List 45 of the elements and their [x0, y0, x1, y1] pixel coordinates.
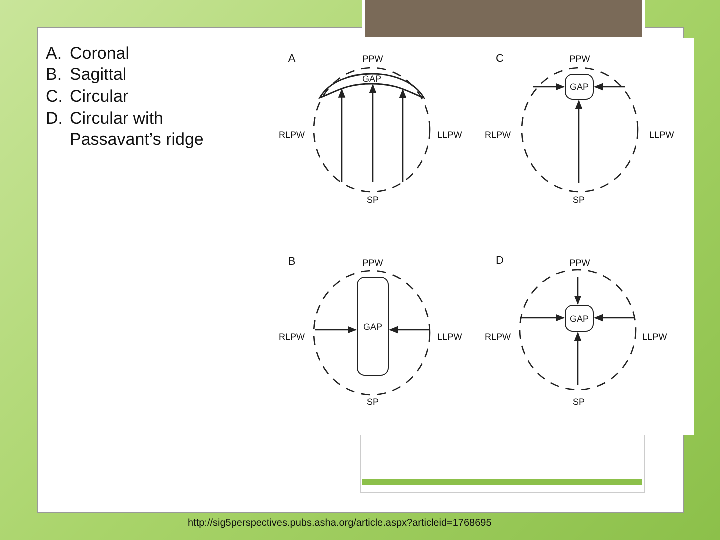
wall-label: PPW	[570, 54, 590, 64]
list-item: Circular	[70, 86, 130, 107]
list-item: Coronal	[70, 43, 131, 64]
list-item: Sagittal	[70, 64, 128, 85]
list-item: Circular with Passavant’s ridge	[70, 108, 205, 150]
arrow	[389, 326, 430, 334]
wall-label: SP	[367, 397, 379, 407]
arrow	[574, 277, 582, 305]
panel-letter: D	[496, 255, 504, 267]
arrow	[574, 332, 582, 385]
arrow	[594, 83, 625, 91]
wall-label: SP	[573, 397, 585, 407]
list-marker: B.	[46, 65, 62, 85]
arrow	[399, 89, 407, 182]
gap-shape: GAP	[318, 72, 426, 102]
wall-label: RLPW	[279, 130, 305, 140]
wall-label: PPW	[362, 258, 384, 268]
wall-label: LLPW	[438, 332, 462, 342]
wall-label: LLPW	[642, 332, 668, 342]
gap-shape: GAP	[565, 305, 594, 332]
source-url: http://sig5perspectives.pubs.asha.org/article.aspx?articleid=1768695	[188, 518, 492, 529]
panel-letter: B	[288, 256, 296, 268]
gap-shape: GAP	[565, 74, 594, 100]
panel-letter: A	[288, 53, 296, 65]
wall-label: RLPW	[485, 332, 511, 342]
wall-label: SP	[573, 195, 585, 205]
wall-label: LLPW	[650, 130, 674, 140]
arrow	[369, 84, 377, 182]
wall-label: SP	[367, 195, 379, 205]
wall-label: PPW	[362, 54, 384, 64]
arrow	[315, 326, 357, 334]
wall-label: LLPW	[438, 130, 462, 140]
arrow	[338, 88, 346, 182]
list-marker: D.	[46, 109, 63, 129]
arrow	[575, 100, 583, 183]
arrow	[594, 314, 635, 322]
list-marker: A.	[46, 44, 62, 64]
wall-label: PPW	[570, 258, 590, 268]
list-marker: C.	[46, 87, 63, 107]
arrow	[520, 314, 565, 322]
panel-letter: C	[496, 53, 504, 65]
gap-shape: GAP	[357, 277, 389, 376]
wall-label: RLPW	[279, 332, 305, 342]
arrow	[533, 83, 565, 91]
wall-label: RLPW	[485, 130, 511, 140]
